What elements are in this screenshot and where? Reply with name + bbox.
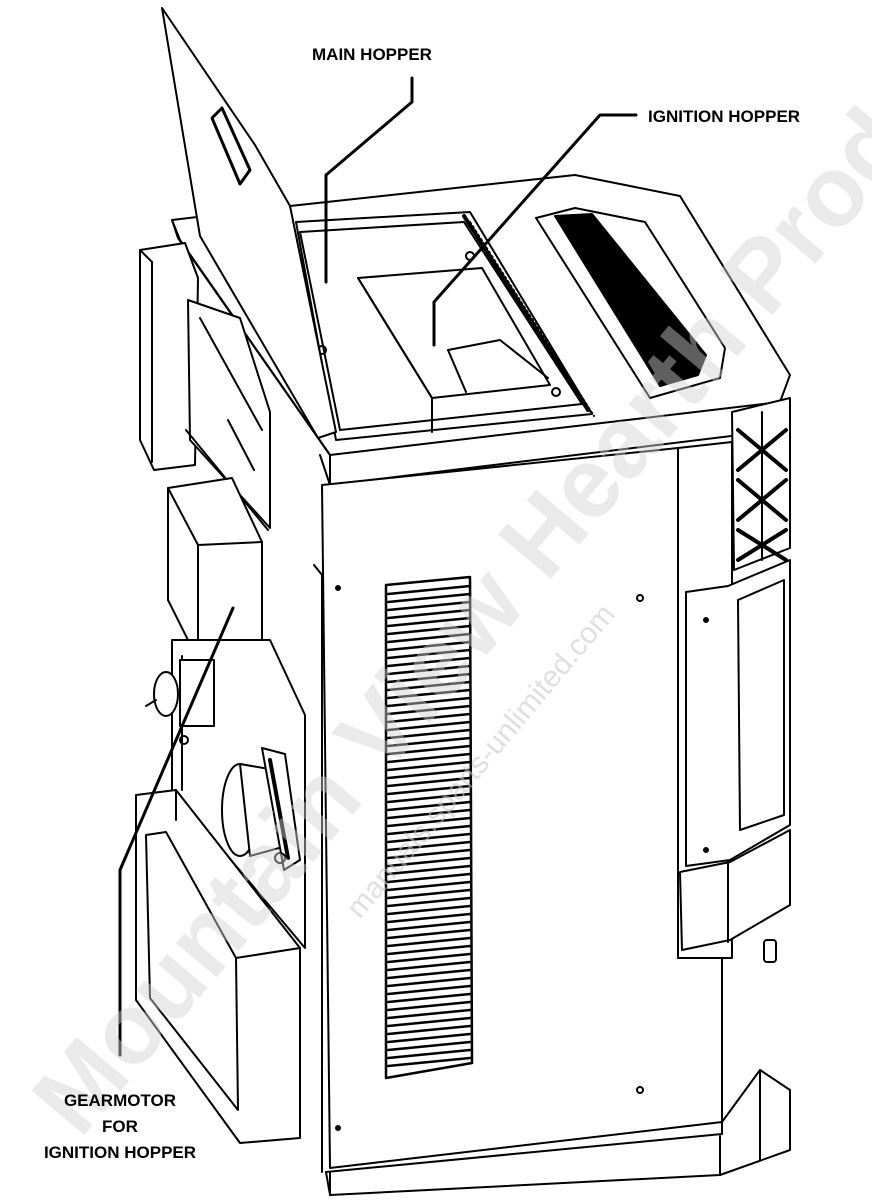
vent-slat [386,936,472,948]
vent-slat [386,736,472,748]
vent-slat [386,968,472,980]
vent-slat [386,816,472,828]
vent-slat [386,976,472,988]
vent-slat [386,848,472,860]
vent-slat [386,832,472,844]
vent-slat [386,640,472,652]
vent-slat [386,952,472,964]
vent-slat [386,880,472,892]
top-window [535,207,726,399]
vent-slat [386,824,472,836]
control-box [139,242,199,471]
vent-slat [386,992,472,1004]
vent-slat [386,768,472,780]
vent-slat [386,664,472,676]
leader-main-hopper [324,76,414,284]
stove-base [325,1069,791,1196]
vent-slat [386,920,472,932]
bracket-plate [185,299,271,531]
side-vent [384,575,474,1080]
vent-slat [386,688,472,700]
vent-slat [386,928,472,940]
vent-slat [386,912,472,924]
label-gearmotor-line2: FOR [102,1117,138,1136]
vent-slat [386,808,472,820]
vent-slat [386,1040,472,1052]
vent-slat [386,648,472,660]
hopper-lid [161,7,337,439]
label-gearmotor-line1: GEARMOTOR [64,1091,176,1110]
vent-slat [386,656,472,668]
vent-slat [386,672,472,684]
ignition-hopper-box [357,267,551,433]
lower-access-box [135,789,301,1144]
vent-slat [386,960,472,972]
vent-slat [386,704,472,716]
label-ignition-hopper: IGNITION HOPPER [648,107,800,126]
gearmotor [145,659,215,727]
vent-slat [386,896,472,908]
vent-slat [386,680,472,692]
vent-slat [386,856,472,868]
vent-slat [386,984,472,996]
vent-slat [386,728,472,740]
vent-slat [386,616,472,628]
vent-slat [386,800,472,812]
vent-slat [386,608,472,620]
vent-slat [386,632,472,644]
vent-slat [386,888,472,900]
front-door [677,441,791,963]
vent-slat [386,600,472,612]
right-grille [731,397,791,571]
vent-slat [386,872,472,884]
vent-slat [386,904,472,916]
vent-slat [386,1048,472,1060]
vent-slat [386,1008,472,1020]
vent-slat [386,1056,472,1068]
vent-slat [386,720,472,732]
label-main-hopper: MAIN HOPPER [312,45,432,64]
vent-slat [386,744,472,756]
vent-slat [386,944,472,956]
vent-slat [386,776,472,788]
vent-slat [386,1000,472,1012]
vent-slat [386,624,472,636]
vent-slat [386,592,472,604]
vent-slat [386,712,472,724]
leader-gearmotor [118,606,235,1057]
leader-ignition-hopper [432,113,638,347]
vent-slat [386,584,472,596]
vent-slat [386,792,472,804]
vent-slat [386,1032,472,1044]
vent-slat [386,1024,472,1036]
vent-slat [386,1016,472,1028]
vent-slat [386,752,472,764]
vent-slat [386,840,472,852]
vent-slat [386,784,472,796]
vent-slat [386,696,472,708]
combustion-blower [221,747,301,871]
vent-slat [386,760,472,772]
label-gearmotor-line3: IGNITION HOPPER [44,1143,196,1162]
vent-slat [386,864,472,876]
